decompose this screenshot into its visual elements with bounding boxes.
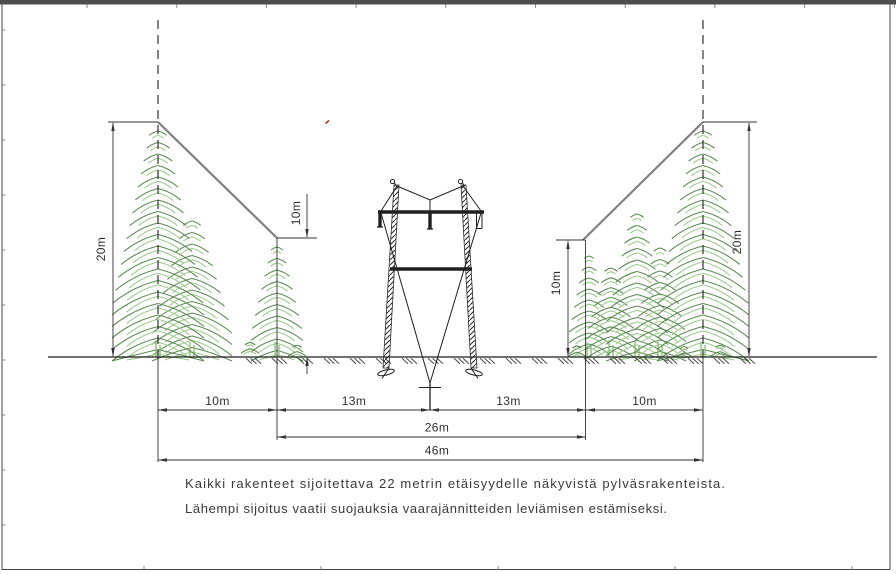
dim-label-10m-right: 10m (632, 394, 657, 408)
foundation-right-stub (470, 367, 479, 379)
spruce-tree (250, 246, 304, 362)
dim-label-10m-left: 10m (205, 394, 230, 408)
foundation-left-icon (377, 368, 395, 377)
peak-left-brace (380, 185, 398, 212)
spruce-tree (567, 345, 587, 359)
tree-groups (111, 130, 750, 362)
pole-center-lines (157, 20, 704, 360)
dim-label-46m: 46m (425, 444, 450, 458)
dim-label-10m-height-left: 10m (289, 201, 303, 226)
tower-leg-right (460, 184, 478, 369)
left-clearance-diagonal (157, 121, 278, 239)
clearance-boundary-lines (157, 121, 704, 241)
dim-label-13m-right: 13m (496, 394, 521, 408)
spruce-tree (568, 255, 610, 357)
left-peak-hook-line (394, 182, 397, 187)
dim-label-20m-left: 20m (94, 237, 108, 262)
ground (48, 356, 877, 365)
spruce-tree (584, 267, 638, 360)
spruce-tree (605, 213, 669, 362)
note-line-1: Kaikki rakenteet sijoitettava 22 metrin … (185, 476, 725, 491)
foundation-right-icon (465, 368, 483, 377)
notes: Kaikki rakenteet sijoitettava 22 metrin … (185, 476, 725, 516)
spruce-tree (111, 130, 205, 362)
dim-label-26m: 26m (425, 421, 450, 435)
peak-vee-brace (396, 185, 464, 201)
spruce-tree (287, 344, 307, 358)
spruce-tree (240, 341, 260, 355)
right-clearance-diagonal (582, 121, 704, 241)
right-peak-hook-line (462, 182, 465, 187)
insulator-right (476, 212, 483, 229)
transmission-tower (377, 178, 484, 410)
note-line-2: Lähempi sijoitus vaatii suojauksia vaara… (185, 501, 667, 516)
dimension-arrows (111, 122, 751, 462)
frame-top-bar (0, 0, 896, 5)
foundation-left-stub (381, 367, 390, 379)
right-peak-hook-icon (457, 178, 464, 185)
guy-wire-right (429, 212, 482, 384)
peak-right-brace (462, 185, 482, 212)
red-mark (324, 119, 330, 125)
dim-label-10m-height-right: 10m (549, 271, 563, 296)
guy-wire-left (380, 212, 431, 384)
frame-ruler-ticks (2, 4, 895, 570)
dimensions: 10m 13m 13m 10m 26m 46m 20m 10m 10m 20m (94, 121, 757, 462)
left-peak-hook-icon (389, 178, 396, 185)
dim-label-20m-right: 20m (730, 230, 744, 255)
dim-label-13m-left: 13m (342, 394, 367, 408)
